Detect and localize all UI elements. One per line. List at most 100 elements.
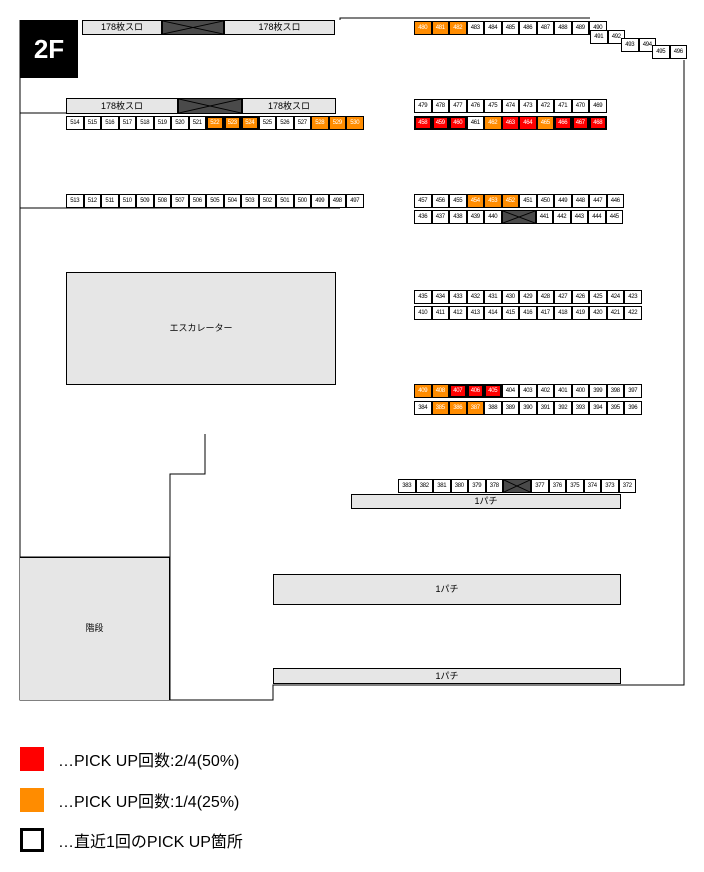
machine-512: 512 — [83, 194, 101, 208]
machine-448: 448 — [571, 194, 589, 208]
machine-377: 377 — [531, 479, 549, 493]
machine-505: 505 — [206, 194, 224, 208]
machine-391: 391 — [536, 401, 554, 415]
machine-432: 432 — [466, 290, 484, 304]
machine-437: 437 — [431, 210, 449, 224]
machine-375: 375 — [566, 479, 584, 493]
machine-418: 418 — [554, 306, 572, 320]
machine-454: 454 — [466, 194, 484, 208]
machine-462: 462 — [484, 116, 502, 130]
machine-491: 491 — [590, 30, 608, 44]
machine-376: 376 — [548, 479, 566, 493]
machine-476: 476 — [466, 99, 484, 113]
machine-467: 467 — [571, 116, 589, 130]
machine-481: 481 — [431, 21, 449, 35]
machine-451: 451 — [519, 194, 537, 208]
machine-470: 470 — [571, 99, 589, 113]
machine-394: 394 — [589, 401, 607, 415]
legend-swatch-red — [20, 747, 44, 771]
machine-446: 446 — [606, 194, 624, 208]
machine-392: 392 — [554, 401, 572, 415]
machine-480: 480 — [414, 21, 432, 35]
machine-449: 449 — [554, 194, 572, 208]
machine-419: 419 — [571, 306, 589, 320]
machine-530: 530 — [346, 116, 364, 130]
machine-426: 426 — [571, 290, 589, 304]
machine-415: 415 — [501, 306, 519, 320]
machine-469: 469 — [589, 99, 607, 113]
machine-500: 500 — [293, 194, 311, 208]
legend-text-red: …PICK UP回数:2/4(50%) — [58, 753, 240, 770]
machine-445: 445 — [605, 210, 623, 224]
machine-424: 424 — [606, 290, 624, 304]
machine-492: 492 — [607, 30, 625, 44]
machine-489: 489 — [571, 21, 589, 35]
machine-440: 440 — [484, 210, 502, 224]
machine-434: 434 — [431, 290, 449, 304]
machine-414: 414 — [484, 306, 502, 320]
pachi-bar: 1パチ — [273, 668, 621, 684]
machine-444: 444 — [588, 210, 606, 224]
machine-374: 374 — [583, 479, 601, 493]
machine-525: 525 — [258, 116, 276, 130]
legend-text-orange: …PICK UP回数:1/4(25%) — [58, 794, 240, 811]
machine-393: 393 — [571, 401, 589, 415]
machine-387: 387 — [466, 401, 484, 415]
machine-459: 459 — [431, 116, 449, 130]
machine-523: 523 — [223, 116, 241, 130]
machine-513: 513 — [66, 194, 84, 208]
machine-485: 485 — [501, 21, 519, 35]
machine-527: 527 — [293, 116, 311, 130]
machine-429: 429 — [519, 290, 537, 304]
machine-441: 441 — [535, 210, 553, 224]
machine-466: 466 — [554, 116, 572, 130]
machine-399: 399 — [589, 384, 607, 398]
machine-452: 452 — [501, 194, 519, 208]
machine-463: 463 — [501, 116, 519, 130]
machine-388: 388 — [484, 401, 502, 415]
machine-405: 405 — [484, 384, 502, 398]
machine-479: 479 — [414, 99, 432, 113]
machine-422: 422 — [624, 306, 642, 320]
slot-bar: 178枚スロ — [66, 98, 178, 114]
machine-417: 417 — [536, 306, 554, 320]
machine-436: 436 — [414, 210, 432, 224]
machine-482: 482 — [449, 21, 467, 35]
machine-521: 521 — [188, 116, 206, 130]
legend-swatch-orange — [20, 788, 44, 812]
machine-468: 468 — [589, 116, 607, 130]
machine-509: 509 — [136, 194, 154, 208]
machine-442: 442 — [553, 210, 571, 224]
machine-514: 514 — [66, 116, 84, 130]
machine-465: 465 — [536, 116, 554, 130]
machine-402: 402 — [536, 384, 554, 398]
machine-510: 510 — [118, 194, 136, 208]
blank-bar — [162, 20, 224, 35]
legend-item-red: …PICK UP回数:2/4(50%) — [20, 745, 239, 773]
machine-528: 528 — [311, 116, 329, 130]
machine-503: 503 — [241, 194, 259, 208]
machine-382: 382 — [415, 479, 433, 493]
machine-511: 511 — [101, 194, 119, 208]
floor-badge: 2F — [20, 20, 78, 78]
machine-474: 474 — [501, 99, 519, 113]
machine-508: 508 — [153, 194, 171, 208]
machine-471: 471 — [554, 99, 572, 113]
machine-403: 403 — [519, 384, 537, 398]
machine-472: 472 — [536, 99, 554, 113]
blank-slot — [503, 479, 531, 493]
machine-381: 381 — [433, 479, 451, 493]
machine-478: 478 — [431, 99, 449, 113]
machine-411: 411 — [431, 306, 449, 320]
machine-409: 409 — [414, 384, 432, 398]
machine-475: 475 — [484, 99, 502, 113]
machine-497: 497 — [346, 194, 364, 208]
machine-456: 456 — [431, 194, 449, 208]
machine-455: 455 — [449, 194, 467, 208]
machine-423: 423 — [624, 290, 642, 304]
machine-473: 473 — [519, 99, 537, 113]
machine-386: 386 — [449, 401, 467, 415]
machine-461: 461 — [466, 116, 484, 130]
machine-517: 517 — [118, 116, 136, 130]
